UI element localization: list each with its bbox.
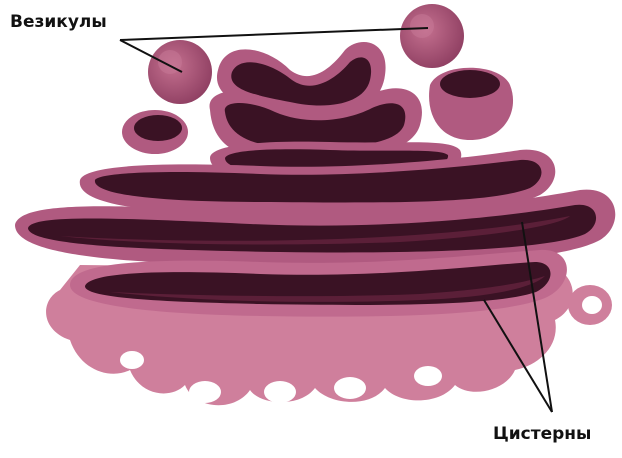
vesicle-right (400, 4, 464, 68)
cisterna-left-cup (122, 110, 188, 154)
cisterna-right-cup (429, 68, 513, 140)
lobe-hole (189, 381, 221, 403)
lobe-hole (120, 351, 144, 369)
lobe-hole (264, 381, 296, 403)
cisternae-label: Цистерны (493, 424, 591, 444)
lobe-hole (334, 377, 366, 399)
lobe-hole (414, 366, 442, 386)
leader-line-vesicle-right (120, 28, 428, 40)
vesicles-label: Везикулы (10, 12, 107, 32)
